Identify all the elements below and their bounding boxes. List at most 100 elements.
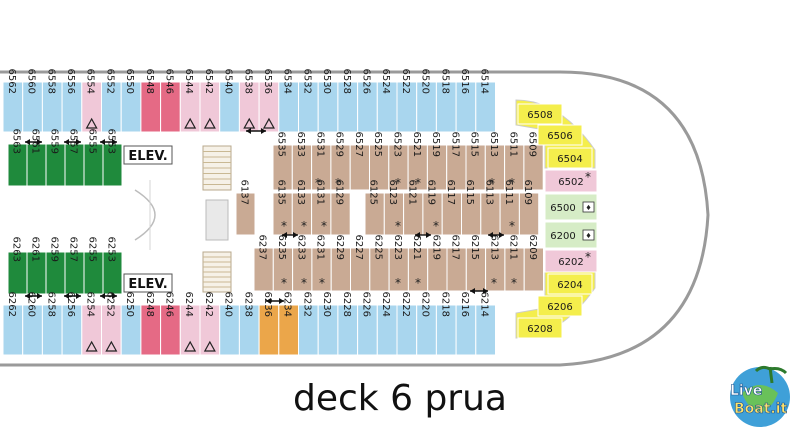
svg-text:6223: 6223 [392,235,403,260]
svg-text:6550: 6550 [124,69,135,94]
cabin-6230: 6230 [317,292,339,356]
cabin-6240: 6240 [219,292,240,356]
cabin-6204: 6204 [547,273,593,295]
svg-text:6250: 6250 [124,292,135,317]
svg-text:Boat.it: Boat.it [734,401,788,417]
svg-text:6227: 6227 [353,235,364,260]
cabin-6137: 6137 [235,180,256,236]
svg-text:6229: 6229 [334,235,345,260]
cabin-6244: 6244 [179,292,201,356]
cabin-6558: 6558 [41,69,63,133]
cabin-6556: 6556 [61,69,83,133]
elevator-shaft [205,199,229,241]
svg-text:6237: 6237 [257,235,268,260]
cabin-6514: 6514 [475,69,496,133]
svg-text:6516: 6516 [459,69,470,94]
accessible-icon [262,117,275,129]
star-icon: * [321,219,327,233]
svg-text:6228: 6228 [341,292,352,317]
cabin-6506: 6506 [537,124,583,146]
accessible-icon [203,340,216,352]
cabin-6209: 6209 [523,235,545,292]
svg-text:6532: 6532 [301,69,312,94]
connecting-arrow-icon [25,139,42,145]
cabin-6263: 6263 [7,237,28,295]
star-icon: * [585,250,591,264]
svg-text:6129: 6129 [334,180,345,205]
svg-text:ELEV.: ELEV. [128,277,167,292]
stairs-bottom [202,251,232,293]
svg-text:6521: 6521 [411,132,422,157]
svg-text:♦: ♦ [585,204,591,212]
svg-text:6240: 6240 [223,292,234,317]
cabin-6520: 6520 [416,69,437,133]
cabin-6258: 6258 [41,292,63,356]
cabin-6560: 6560 [22,69,43,133]
svg-text:6514: 6514 [479,69,490,94]
cabin-6527: 6527 [349,132,371,191]
cabin-6237: 6237 [253,235,274,292]
cabin-6554: 6554 [81,69,103,133]
cabin-6561: 6561 [26,129,47,187]
svg-text:6238: 6238 [242,292,253,317]
accessible-icon [85,117,98,129]
cabin-6232: 6232 [298,292,319,356]
svg-text:6219: 6219 [430,235,441,260]
svg-text:6234: 6234 [282,292,293,317]
cabin-6129: 6129 [330,180,351,236]
cabin-6202: 6202 [544,249,598,273]
cabin-6227: 6227 [350,235,371,292]
svg-text:6233: 6233 [295,235,306,260]
cabin-6546: 6546 [160,69,181,133]
cabin-6228: 6228 [337,292,359,356]
svg-text:6504: 6504 [557,154,582,165]
cabin-6553: 6553 [102,129,123,187]
svg-text:6506: 6506 [547,131,572,142]
cabin-6216: 6216 [455,292,477,356]
svg-text:6135: 6135 [276,180,287,205]
cabin-6552: 6552 [101,69,122,133]
svg-text:6530: 6530 [321,69,332,94]
cabin-6224: 6224 [376,292,398,356]
svg-text:6211: 6211 [508,235,519,260]
svg-text:6518: 6518 [439,69,450,94]
connecting-arrow-icon [100,139,117,145]
svg-text:6125: 6125 [368,180,379,205]
accessible-icon [243,117,256,129]
cabin-6261: 6261 [26,237,47,295]
svg-text:6131: 6131 [314,180,325,205]
cabin-6218: 6218 [435,292,457,356]
svg-text:6528: 6528 [341,69,352,94]
star-icon: * [491,276,497,290]
elevator-label-top: ELEV. [123,145,173,165]
svg-text:6263: 6263 [11,237,22,262]
svg-text:6527: 6527 [353,132,364,157]
cabin-6225: 6225 [369,235,390,292]
cabin-6226: 6226 [357,292,378,356]
svg-text:6221: 6221 [411,235,422,260]
svg-text:6513: 6513 [488,132,499,157]
cabin-6217: 6217 [446,235,467,292]
connecting-arrow-icon [100,293,117,299]
svg-text:6137: 6137 [239,180,250,205]
cabin-6234: 6234 [278,292,299,356]
cabin-6544: 6544 [179,69,201,133]
svg-text:6515: 6515 [469,132,480,157]
cabin-6252: 6252 [101,292,122,356]
cabin-6256: 6256 [61,292,83,356]
svg-text:6215: 6215 [469,235,480,260]
central-open-area [134,180,156,250]
svg-text:6248: 6248 [144,292,155,317]
svg-text:6508: 6508 [527,110,552,121]
svg-text:6538: 6538 [242,69,253,94]
svg-text:6236: 6236 [262,292,273,317]
cabin-6206: 6206 [537,295,583,317]
svg-text:6253: 6253 [106,237,117,262]
star-icon: * [319,276,325,290]
svg-text:6262: 6262 [6,292,17,317]
cabin-6559: 6559 [45,129,66,187]
svg-text:6526: 6526 [360,69,371,94]
svg-text:6109: 6109 [522,180,533,205]
svg-text:6246: 6246 [163,292,174,317]
